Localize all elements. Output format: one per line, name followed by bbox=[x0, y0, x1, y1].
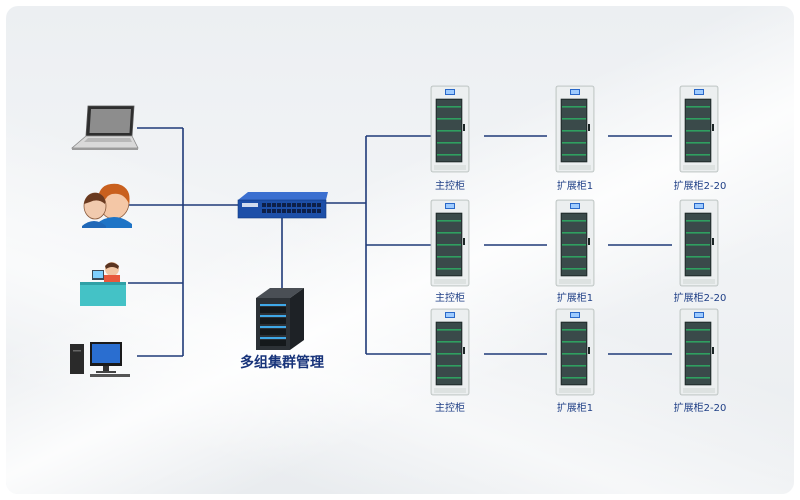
extension-cabinet-label: 扩展柜1 bbox=[557, 179, 593, 192]
cabinet-row: 主控柜 扩展柜1 扩展柜2-20 bbox=[430, 308, 727, 414]
network-switch-icon bbox=[237, 192, 328, 219]
main-cabinet-label: 主控柜 bbox=[435, 291, 465, 304]
extension-cabinet-icon bbox=[679, 199, 719, 287]
extension-cabinet-icon bbox=[679, 308, 719, 396]
cabinet-chain-connections bbox=[484, 135, 672, 355]
extension-cabinet-label: 扩展柜1 bbox=[557, 291, 593, 304]
server-rack-icon bbox=[256, 288, 304, 350]
users-icon bbox=[82, 183, 132, 228]
extension-cabinet-icon bbox=[555, 199, 595, 287]
extension-cabinet-label: 扩展柜2-20 bbox=[674, 291, 727, 304]
extension-cabinet-icon bbox=[679, 85, 719, 173]
extension-cabinet-label: 扩展柜2-20 bbox=[674, 179, 727, 192]
extension-cabinet-label: 扩展柜1 bbox=[557, 401, 593, 414]
server-label: 多组集群管理 bbox=[240, 354, 324, 371]
main-cabinet-label: 主控柜 bbox=[435, 401, 465, 414]
client-connections bbox=[128, 127, 238, 357]
cabinet-row: 主控柜 扩展柜1 扩展柜2-20 bbox=[430, 199, 727, 304]
main-cabinet-icon bbox=[430, 199, 470, 287]
extension-cabinet-label: 扩展柜2-20 bbox=[674, 401, 727, 414]
topology-canvas bbox=[6, 6, 794, 494]
extension-cabinet-icon bbox=[555, 308, 595, 396]
office-desk-icon bbox=[80, 262, 126, 306]
trunk-connections bbox=[281, 135, 431, 355]
desktop-computer-icon bbox=[70, 342, 130, 377]
background-sheen bbox=[6, 6, 794, 494]
main-cabinet-label: 主控柜 bbox=[435, 179, 465, 192]
main-cabinet-icon bbox=[430, 85, 470, 173]
extension-cabinet-icon bbox=[555, 85, 595, 173]
main-cabinet-icon bbox=[430, 308, 470, 396]
laptop-icon bbox=[70, 105, 139, 150]
cabinet-row: 主控柜 扩展柜1 扩展柜2-20 bbox=[430, 85, 727, 192]
